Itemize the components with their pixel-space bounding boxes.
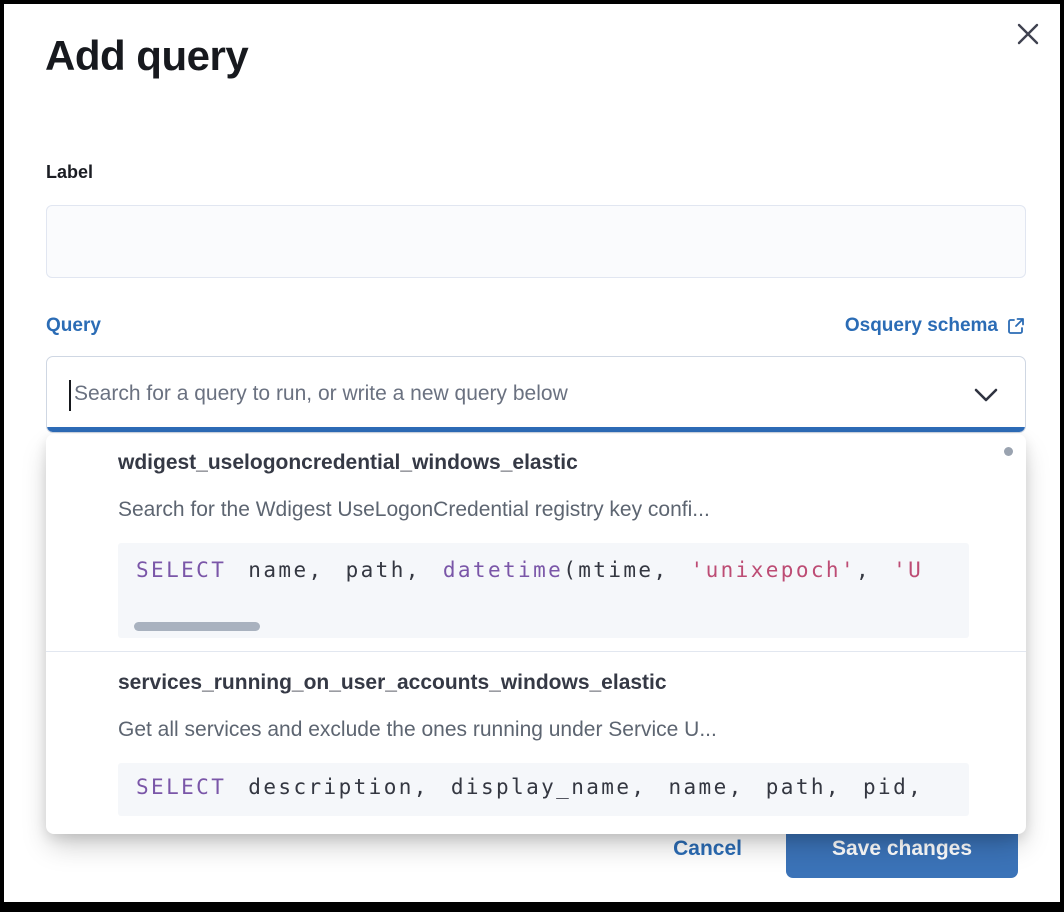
query-option-description: Search for the Wdigest UseLogonCredentia…: [118, 498, 710, 521]
query-suggestions-dropdown: wdigest_uselogoncredential_windows_elast…: [46, 434, 1026, 834]
close-icon[interactable]: [1014, 20, 1042, 48]
sql-token: ,: [856, 558, 894, 582]
query-option-title: wdigest_uselogoncredential_windows_elast…: [118, 451, 578, 474]
osquery-schema-link-label: Osquery schema: [844, 315, 998, 336]
sql-preview: SELECT name, path, datetime(mtime, 'unix…: [118, 543, 969, 638]
osquery-schema-link[interactable]: Osquery schema: [845, 315, 1026, 337]
sql-token: (mtime,: [563, 558, 691, 582]
close-icon-glyph: [1017, 23, 1039, 45]
sql-token: SELECT: [136, 558, 227, 582]
query-field-header: Query Osquery schema: [46, 315, 1026, 337]
sql-token: SELECT: [136, 775, 227, 799]
sql-code-line: SELECT name, path, datetime(mtime, 'unix…: [118, 543, 969, 582]
sql-preview: SELECT description, display_name, name, …: [118, 763, 969, 816]
query-option-services[interactable]: services_running_on_user_accounts_window…: [46, 652, 1026, 829]
sql-token: 'U: [893, 558, 924, 582]
query-option-wdigest[interactable]: wdigest_uselogoncredential_windows_elast…: [46, 434, 1026, 651]
external-link-icon: [1008, 318, 1024, 334]
sql-token: description, display_name, name, path, p…: [226, 775, 924, 799]
sql-token: 'unixepoch': [690, 558, 857, 582]
label-field-label: Label: [46, 162, 94, 182]
option-divider: [46, 651, 1026, 652]
query-field-label: Query: [46, 315, 101, 336]
vertical-scrollbar-thumb[interactable]: [1004, 447, 1013, 456]
sql-token: name, path,: [226, 558, 443, 582]
horizontal-scrollbar-thumb[interactable]: [134, 622, 260, 631]
cancel-button[interactable]: Cancel: [655, 821, 760, 877]
query-option-title: services_running_on_user_accounts_window…: [118, 671, 667, 694]
query-combobox[interactable]: [46, 356, 1026, 433]
query-search-input[interactable]: [72, 357, 936, 431]
sql-code-line: SELECT description, display_name, name, …: [118, 763, 969, 799]
sql-token: datetime: [442, 558, 564, 582]
modal-title: Add query: [45, 32, 249, 79]
add-query-modal: Add query Label Query Osquery schema Can…: [4, 4, 1060, 902]
chevron-down-icon[interactable]: [973, 387, 999, 403]
query-option-description: Get all services and exclude the ones ru…: [118, 718, 717, 741]
label-input[interactable]: [46, 205, 1026, 278]
text-cursor: [69, 380, 71, 411]
